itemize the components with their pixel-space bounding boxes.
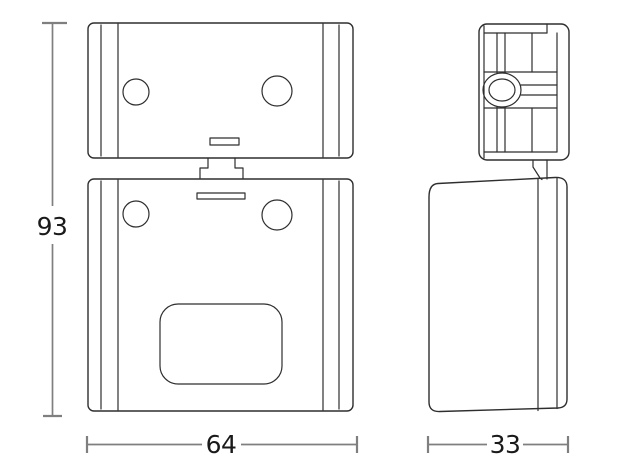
sensor-opening	[159, 303, 283, 385]
height-dimension: 93	[37, 21, 68, 418]
latch-slot	[209, 137, 240, 146]
width-dimension: 64	[85, 430, 359, 459]
tab-step-right	[234, 157, 244, 180]
screw-hole-left	[122, 200, 150, 228]
width-dimension-label: 64	[206, 430, 237, 459]
bracket-outline	[478, 23, 570, 161]
front-top-part	[87, 22, 354, 180]
front-top-outline	[87, 22, 354, 159]
height-dimension-label: 93	[37, 212, 68, 241]
front-bottom-part	[87, 178, 354, 412]
front-view	[87, 22, 354, 412]
screw-hole-right	[261, 199, 293, 231]
front-bottom-outline	[87, 178, 354, 412]
screw-boss-inner	[488, 78, 516, 102]
side-top-bracket	[478, 23, 570, 181]
latch-slot	[196, 192, 246, 200]
side-bottom-outline	[428, 176, 568, 413]
bracket-tab-left-edge	[532, 159, 543, 181]
depth-dimension-label: 33	[490, 430, 521, 459]
screw-hole-left	[122, 78, 150, 106]
depth-dimension: 33	[426, 430, 570, 459]
screw-hole-right	[261, 75, 293, 107]
screw-boss-outer	[482, 72, 522, 108]
side-bottom-part	[428, 176, 568, 413]
side-view	[428, 23, 570, 413]
tab-step-left	[199, 157, 209, 180]
